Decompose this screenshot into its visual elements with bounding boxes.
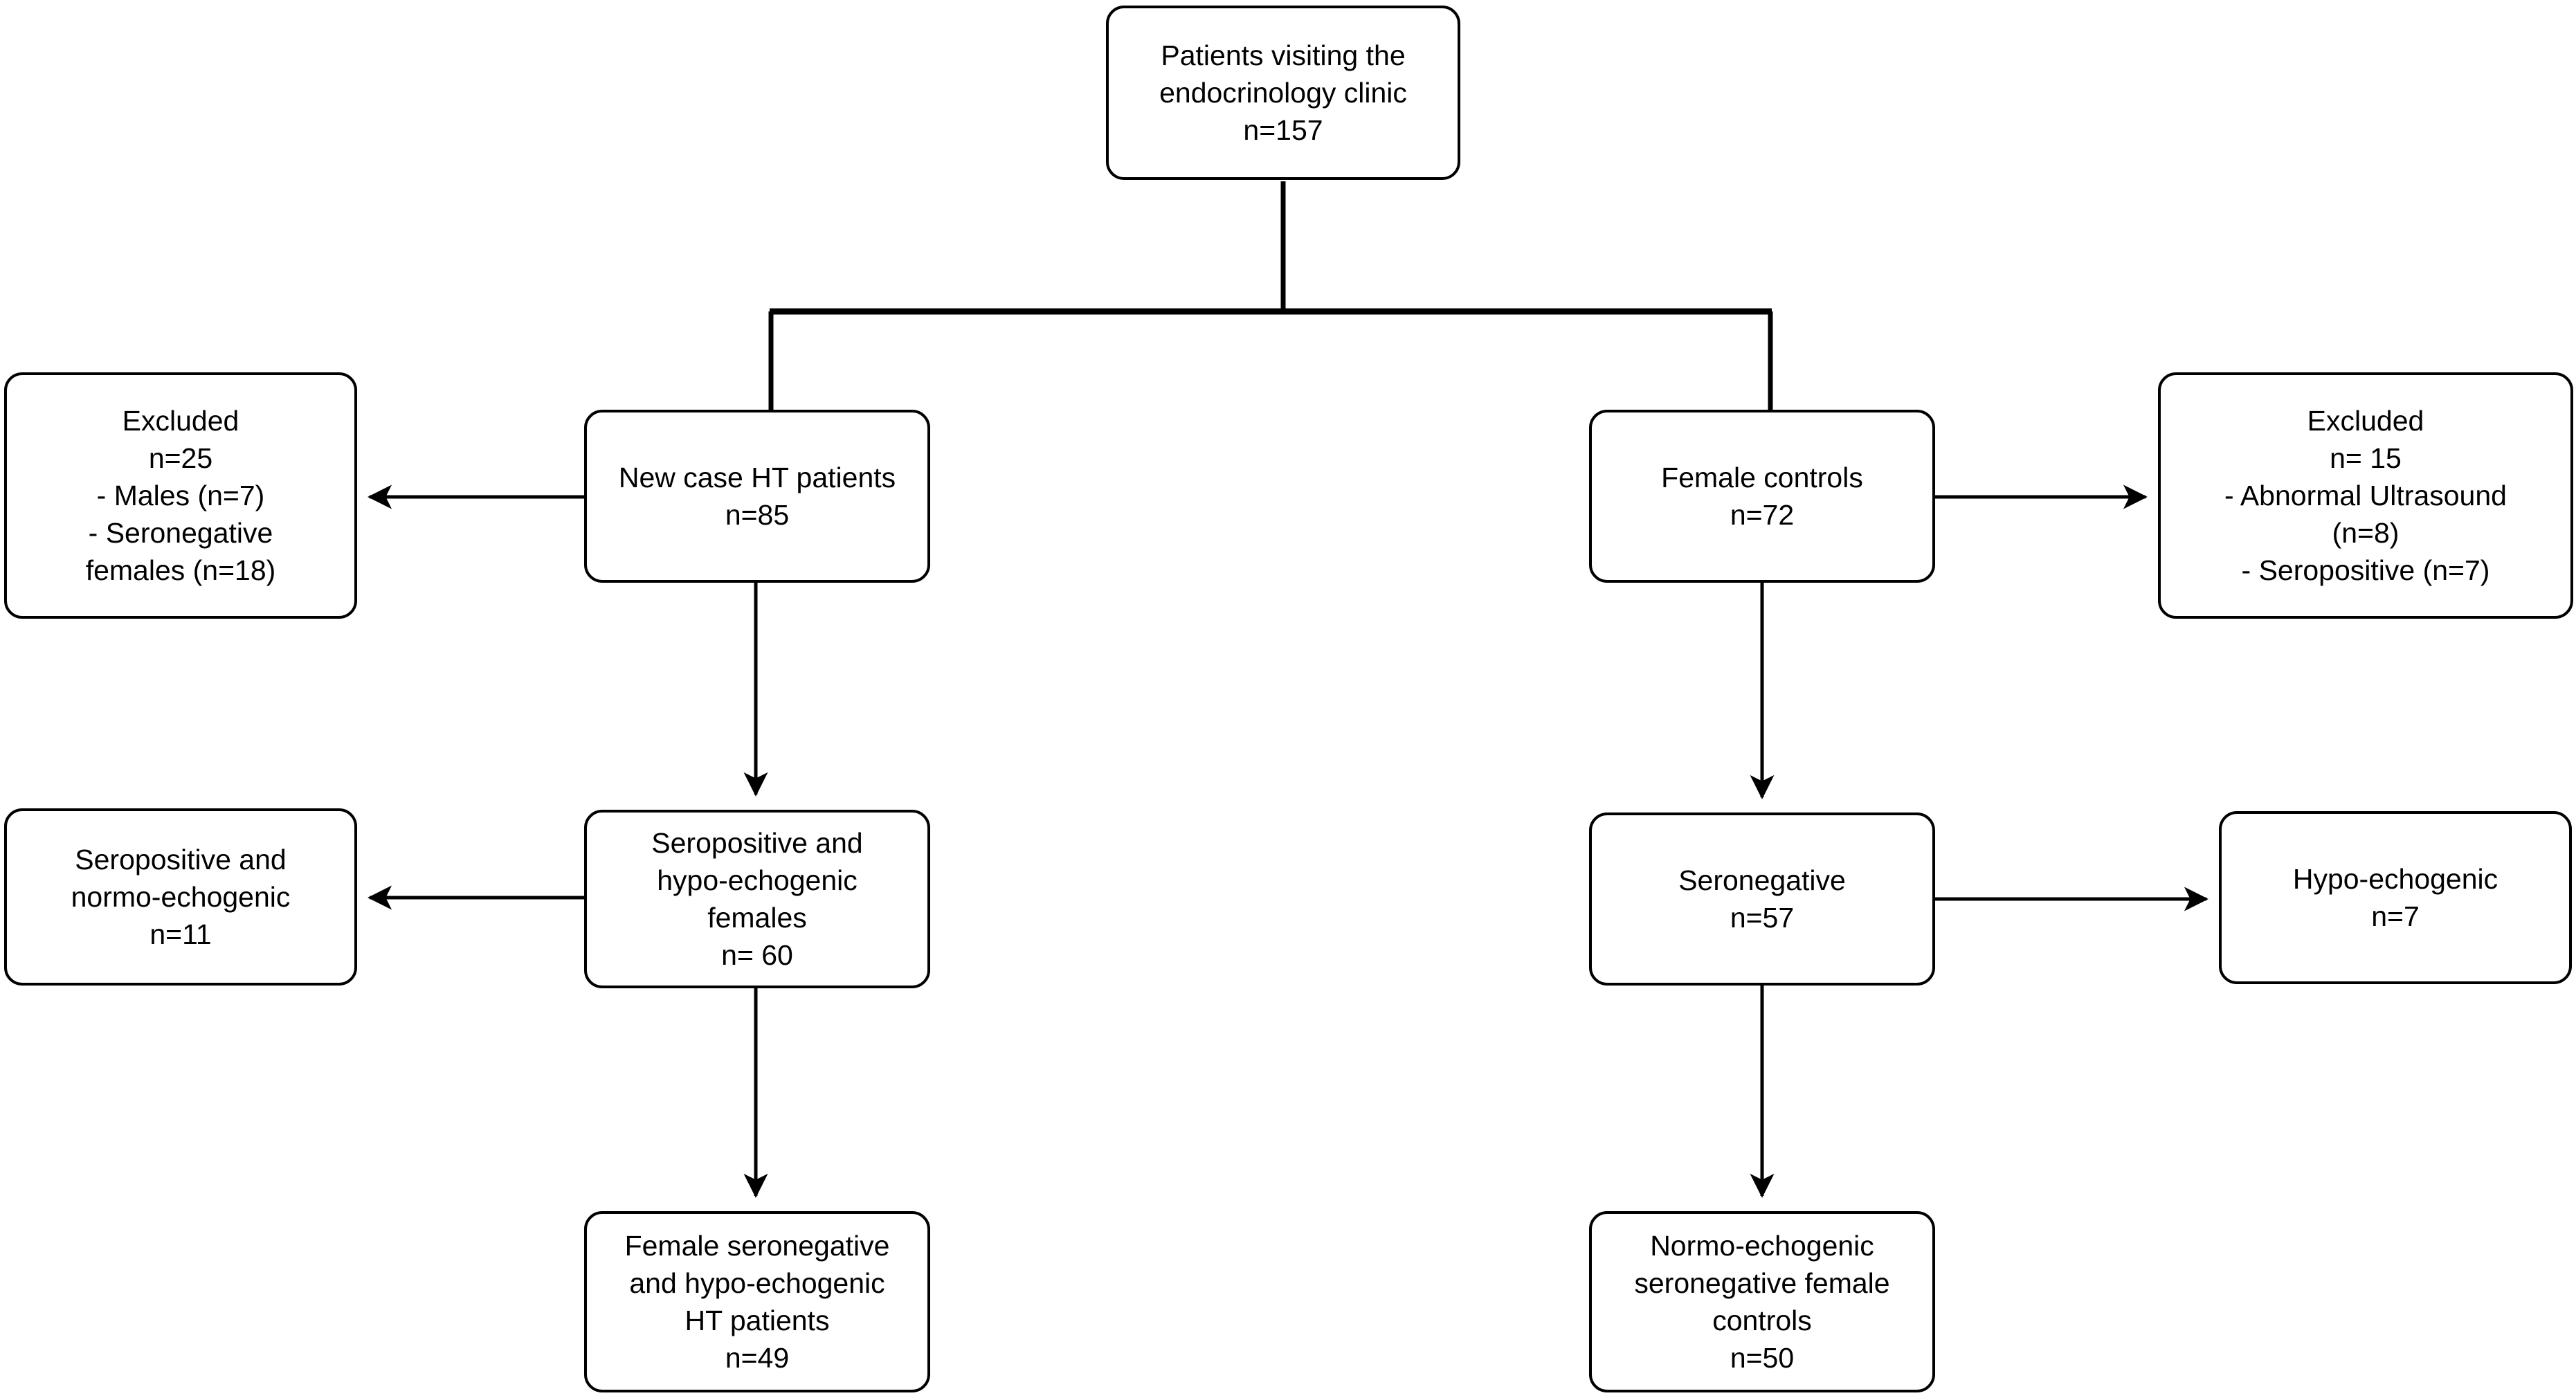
node-normo-echogenic-seronegative-female-controls[interactable]: Normo-echogenic seronegative female cont…	[1589, 1211, 1935, 1392]
node-patients-visiting-endocrinology-clinic[interactable]: Patients visiting the endocrinology clin…	[1106, 6, 1460, 180]
node-excluded-controls[interactable]: Excluded n= 15 - Abnormal Ultrasound (n=…	[2158, 372, 2573, 619]
node-new-case-ht-patients[interactable]: New case HT patients n=85	[584, 410, 930, 583]
node-seropositive-normo-echogenic[interactable]: Seropositive and normo-echogenic n=11	[4, 808, 357, 986]
node-female-seronegative-hypo-echogenic-ht-patients[interactable]: Female seronegative and hypo-echogenic H…	[584, 1211, 930, 1392]
node-seropositive-hypo-echogenic-females[interactable]: Seropositive and hypo-echogenic females …	[584, 810, 930, 988]
node-seronegative-controls[interactable]: Seronegative n=57	[1589, 813, 1935, 986]
node-female-controls[interactable]: Female controls n=72	[1589, 410, 1935, 583]
node-hypo-echogenic-controls[interactable]: Hypo-echogenic n=7	[2219, 811, 2572, 984]
node-excluded-cases[interactable]: Excluded n=25 - Males (n=7) - Seronegati…	[4, 372, 357, 619]
